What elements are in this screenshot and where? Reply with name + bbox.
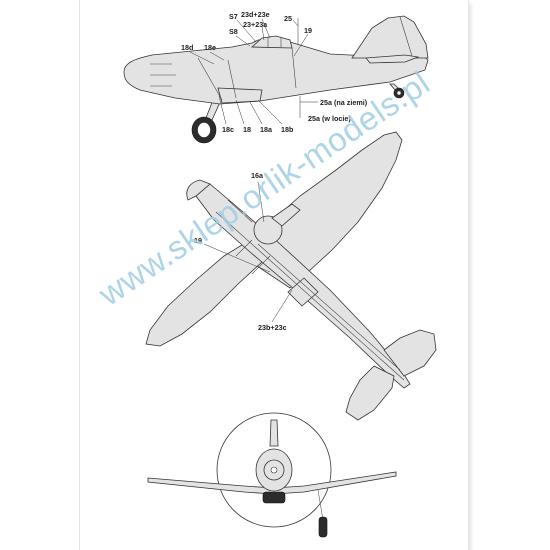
leader-18b xyxy=(257,99,283,125)
label-18e: 18e xyxy=(204,43,216,52)
plan-root-lines xyxy=(235,239,271,275)
label-s7: S7 xyxy=(229,12,238,21)
label-s8: S8 xyxy=(229,27,238,36)
side-exhaust-lines xyxy=(150,63,176,87)
leader-s8 xyxy=(235,35,251,47)
label-19-top: 19 xyxy=(194,236,202,245)
label-18c: 18c xyxy=(222,125,234,134)
label-25a-ground: 25a (na ziemi) xyxy=(320,98,368,107)
leader-19-top xyxy=(203,243,271,273)
leader-s7 xyxy=(236,19,257,43)
side-radiator xyxy=(217,87,263,104)
plan-view xyxy=(145,131,437,421)
front-wheel xyxy=(318,516,328,538)
plan-gun-fairing xyxy=(271,203,301,227)
plan-cockpit xyxy=(253,215,283,245)
plan-radiator xyxy=(287,277,319,307)
plan-panel-lines xyxy=(215,199,405,381)
plan-tailplane-upper xyxy=(383,329,437,377)
label-16a: 16a xyxy=(251,171,264,180)
label-25a-flight: 25a (w locie) xyxy=(308,114,351,123)
side-labels: S7 S8 23d+23e 23+23a 25 19 18d 18e 18c 1… xyxy=(181,10,368,134)
leader-25 xyxy=(292,19,299,27)
leader-23b23c xyxy=(271,289,293,323)
plan-wing-lower xyxy=(145,239,263,347)
side-panel-lines xyxy=(197,47,297,101)
label-19-side: 19 xyxy=(304,26,312,35)
side-fin xyxy=(351,15,429,59)
leader-18d xyxy=(189,51,215,65)
plan-labels: 16a 19 23b+23c xyxy=(194,171,287,332)
plan-leaders xyxy=(203,181,293,323)
leader-23-23a xyxy=(261,26,265,41)
side-tailwheel-hub xyxy=(396,90,402,96)
leader-16a xyxy=(257,181,265,223)
label-23b23c: 23b+23c xyxy=(258,323,287,332)
label-23d23e: 23d+23e xyxy=(241,10,270,19)
leader-19-side xyxy=(293,33,309,57)
side-tailplane xyxy=(365,54,420,64)
side-main-wheel-hub xyxy=(197,122,211,138)
plan-tailplane-lower xyxy=(345,365,395,421)
plan-cowling xyxy=(186,179,211,201)
label-23-23a: 23+23a xyxy=(243,20,268,29)
front-spinner-tip xyxy=(270,466,278,474)
leader-18 xyxy=(235,99,245,125)
label-18d: 18d xyxy=(181,43,193,52)
leader-18a xyxy=(249,101,263,125)
side-leaders xyxy=(189,18,318,125)
leader-23d23e xyxy=(261,18,271,39)
side-canopy xyxy=(250,35,293,49)
front-radiator xyxy=(262,491,286,504)
front-propeller-disc xyxy=(216,412,332,528)
label-25: 25 xyxy=(284,14,292,23)
label-18a: 18a xyxy=(260,125,273,134)
label-18b: 18b xyxy=(281,125,294,134)
leader-18e xyxy=(209,51,225,61)
label-18: 18 xyxy=(243,125,251,134)
side-canopy-frame xyxy=(267,37,282,47)
leader-18c xyxy=(218,95,227,125)
side-view xyxy=(123,15,429,144)
front-view xyxy=(147,412,397,538)
front-fin xyxy=(269,419,279,447)
side-rudder-hinge xyxy=(399,16,413,57)
